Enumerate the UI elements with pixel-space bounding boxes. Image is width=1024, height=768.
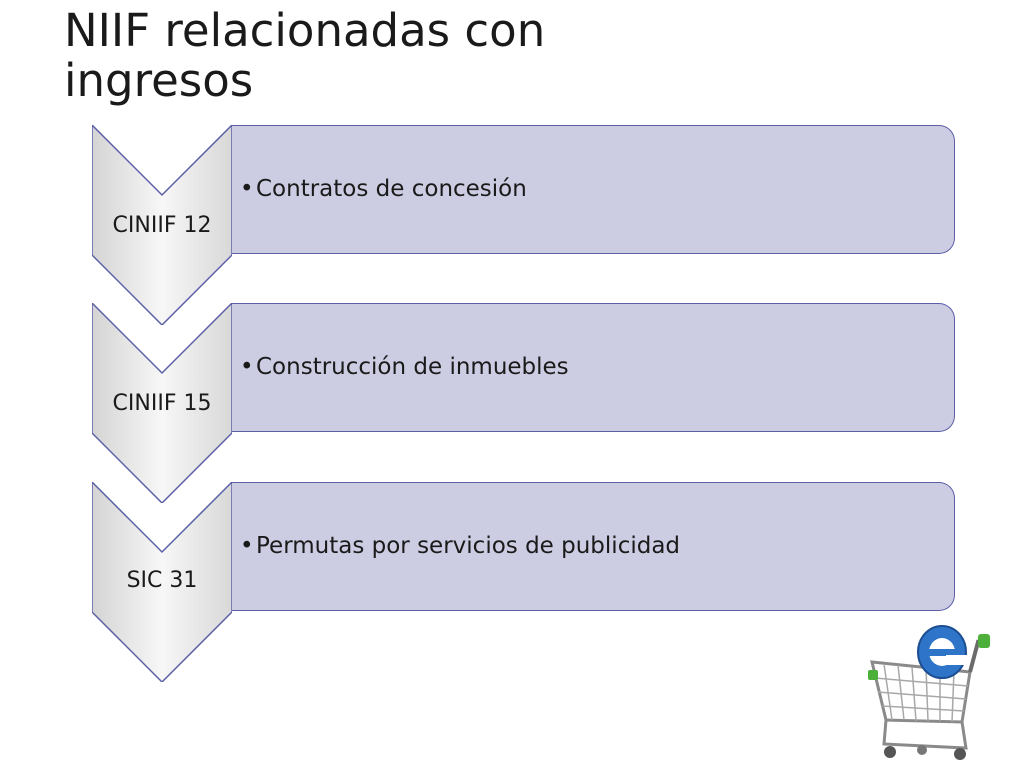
chevron-shape [92,125,232,325]
bullet-text: •Contratos de concesión [240,176,527,202]
bullet-text: •Permutas por servicios de publicidad [240,533,681,559]
chevron-shape [92,482,232,682]
chevron-label: CINIIF 12 [112,213,212,238]
content-panel [232,125,955,254]
content-panel [232,303,955,432]
list-item: CINIIF 12 •Contratos de concesión [0,125,1024,325]
chevron-label: SIC 31 [126,568,198,593]
shopping-cart-with-e-icon [868,625,990,760]
content-panel [232,482,955,611]
chevron-label: CINIIF 15 [112,391,212,416]
slide-title: NIIF relacionadas con ingresos [64,4,546,107]
list-item: SIC 31 •Permutas por servicios de public… [0,482,1024,682]
bullet-text: •Construcción de inmuebles [240,354,569,380]
list-item: CINIIF 15 •Construcción de inmuebles [0,303,1024,503]
chevron-shape [92,303,232,503]
